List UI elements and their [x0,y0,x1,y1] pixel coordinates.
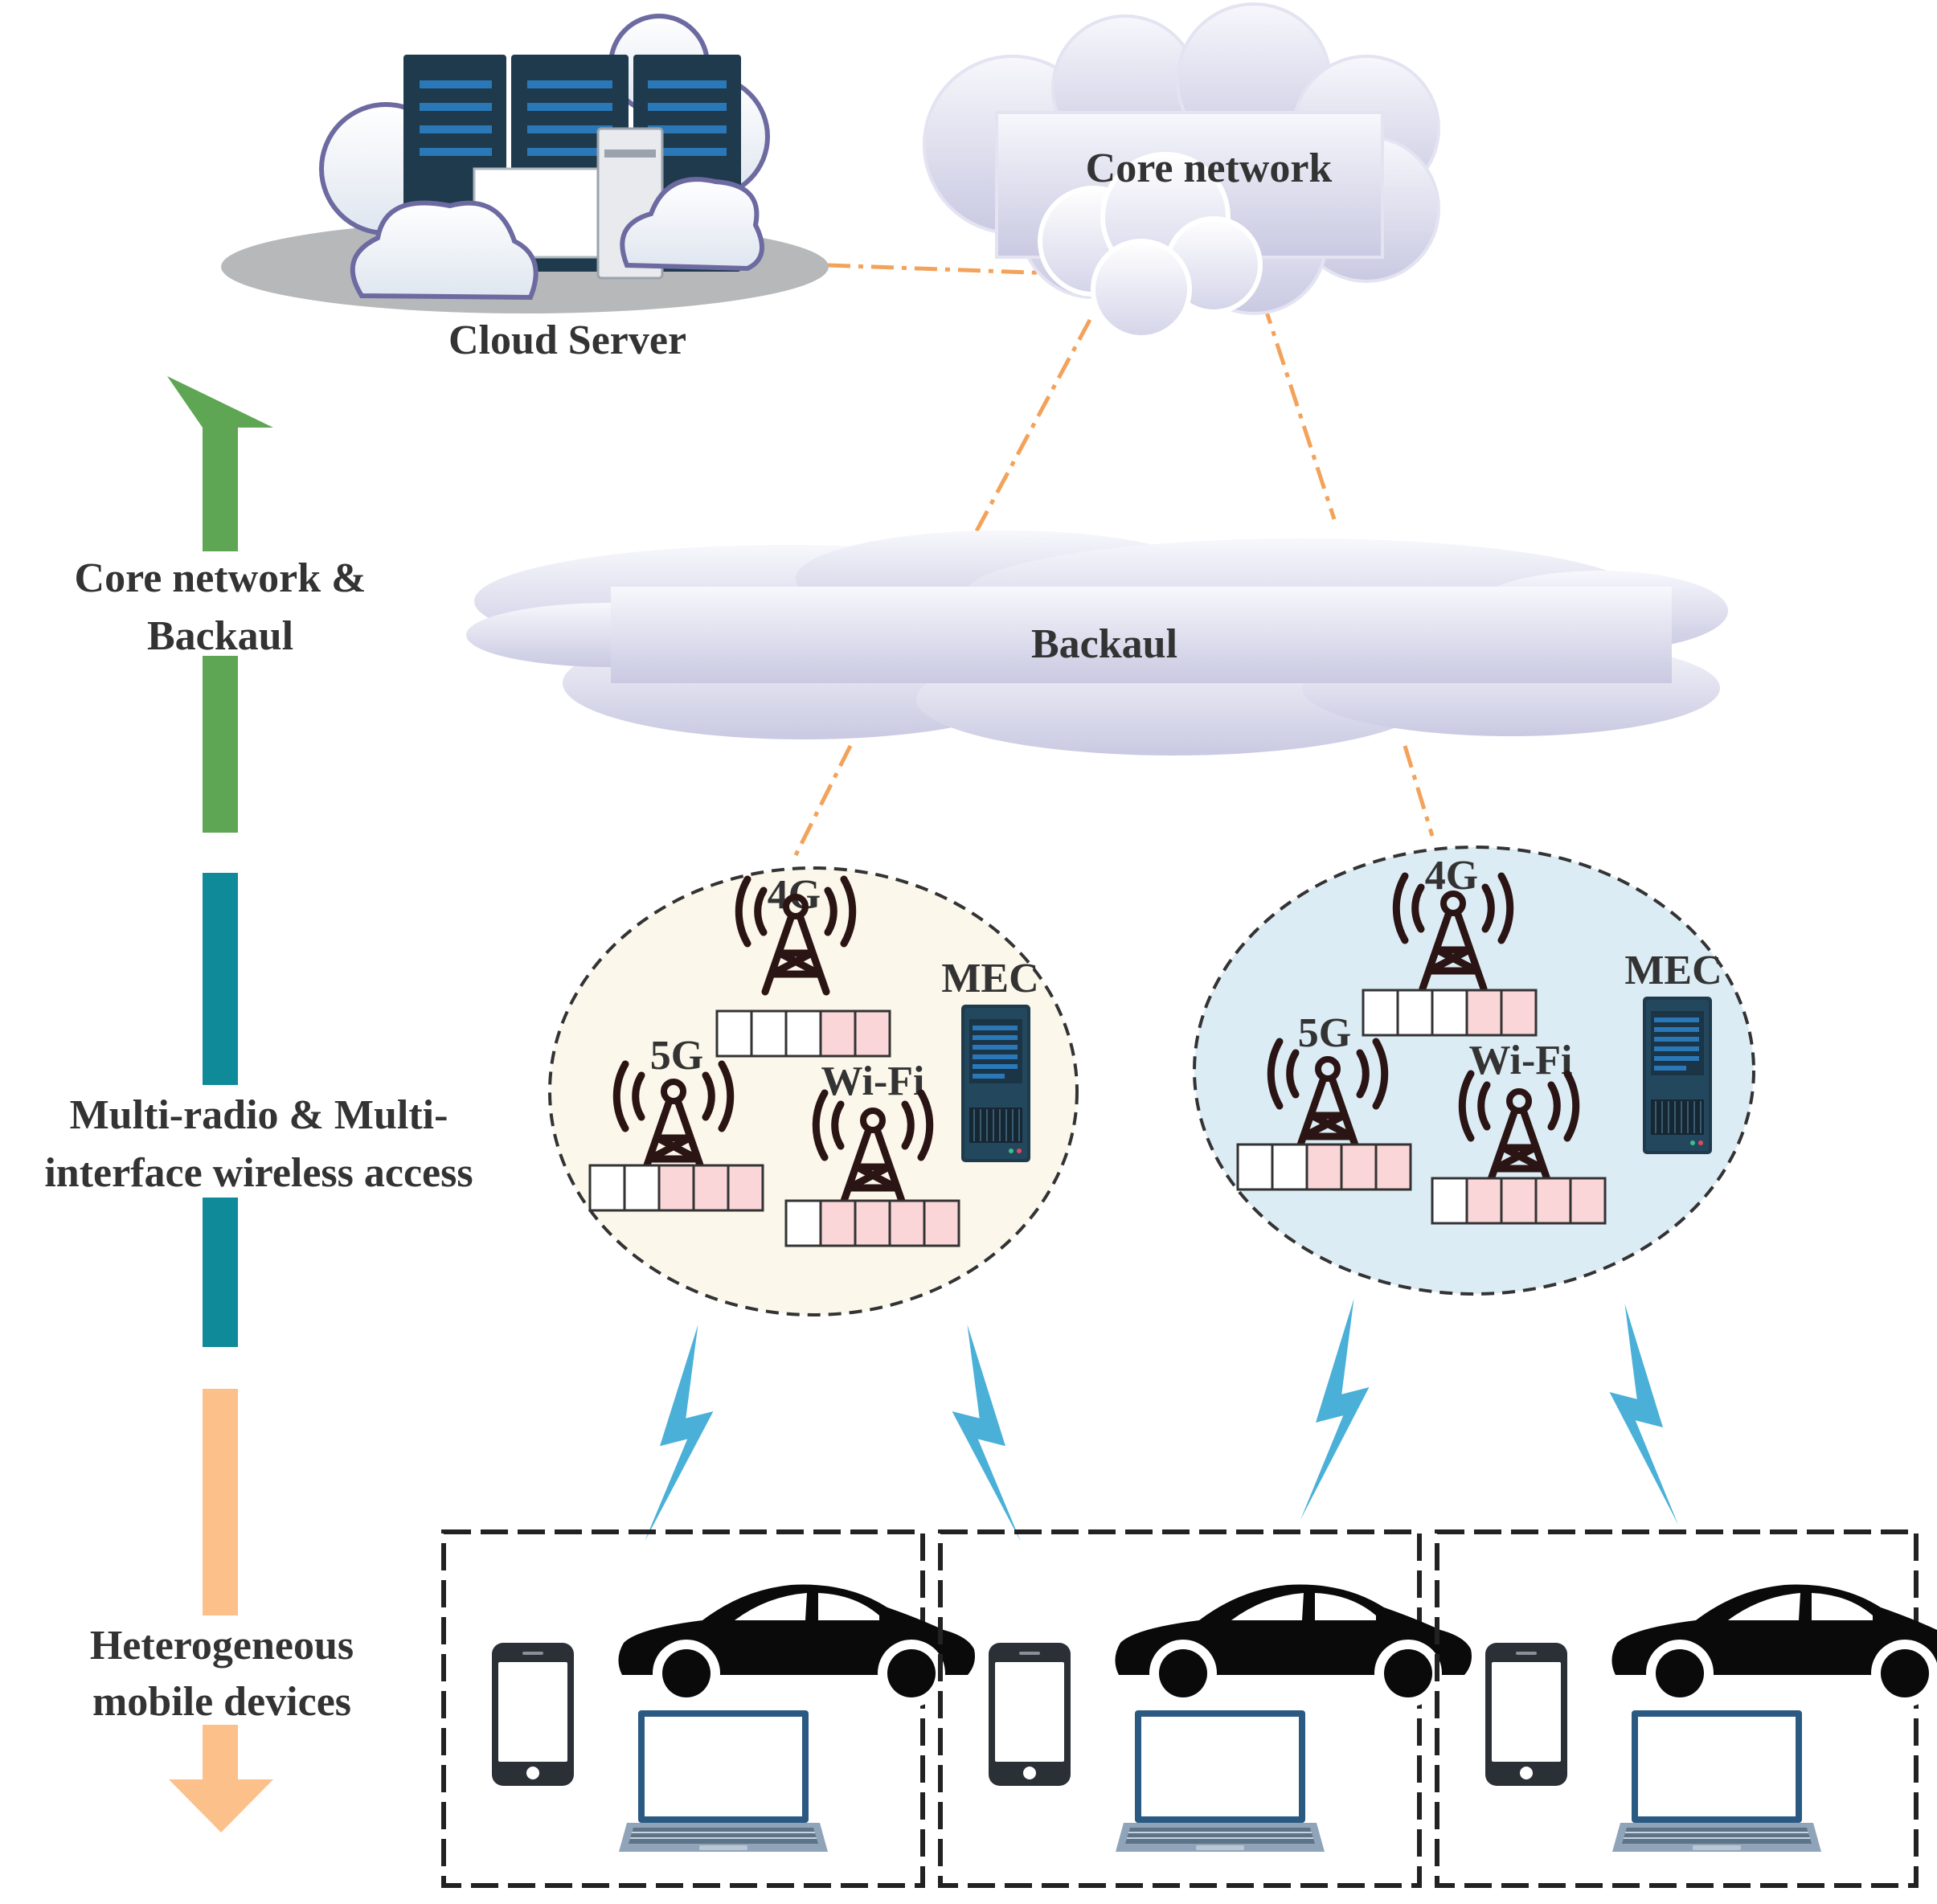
slot-bar-4g [715,1009,891,1058]
device-group-3 [1435,1529,1937,1888]
tower-label-wifi: Wi-Fi [821,1058,924,1104]
link-cloud-core [827,263,1054,276]
resource-slot-pink [657,1164,695,1212]
resource-slot-pink [1500,1177,1538,1225]
device-group-frame [938,1529,1422,1888]
resource-slot-empty [1236,1143,1274,1191]
core-network-label: Core network [1086,145,1333,191]
resource-slot-empty [784,1009,822,1058]
resource-slot-pink [888,1199,926,1247]
slot-bar-wifi [1431,1177,1607,1225]
lightning-icon [1300,1299,1370,1520]
mec-label: MEC [1624,948,1722,993]
layer-core-label-line1: Core network & [75,555,367,601]
resource-slot-empty [623,1164,661,1212]
core-network-cloud: Core network [923,2,1440,340]
mec-server-icon [960,1004,1031,1163]
phone-icon [1485,1643,1567,1786]
resource-slot-pink [1569,1177,1607,1225]
cloud-server: Cloud Server [221,14,829,363]
lightning-icon [1609,1304,1678,1525]
devices-layer-arrow [169,1725,273,1832]
tower-label-wifi: Wi-Fi [1468,1038,1572,1083]
resource-slot-empty [715,1009,753,1058]
tower-label-5g: 5G [650,1033,703,1079]
resource-slot-empty [750,1009,788,1058]
car-icon [1115,1584,1472,1707]
resource-slot-pink [819,1199,857,1247]
tower-label-5g: 5G [1298,1010,1351,1056]
layer-core-label-line2: Backaul [147,613,293,659]
layer-access-label-line2: interface wireless access [44,1150,473,1196]
wireless-links [645,1299,1678,1542]
device-group-frame [441,1529,925,1888]
phone-icon [492,1643,574,1786]
resource-slot-pink [854,1009,891,1058]
resource-slot-pink [923,1199,960,1247]
laptop-icon [1115,1710,1325,1853]
resource-slot-empty [1431,989,1468,1037]
resource-slot-empty [1271,1143,1308,1191]
layer-devices-label-line1: Heterogeneous [90,1623,354,1669]
resource-slot-empty [784,1199,822,1247]
car-icon [1611,1584,1937,1707]
laptop-icon [618,1710,829,1853]
resource-slot-pink [1340,1143,1378,1191]
resource-slot-pink [1534,1177,1572,1225]
resource-slot-pink [1500,989,1538,1037]
resource-slot-pink [1374,1143,1412,1191]
device-group-frame [1435,1529,1919,1888]
backhaul-cloud: Backaul [466,530,1728,755]
resource-slot-pink [819,1009,857,1058]
link-backhaul-cell-left [792,744,853,860]
slot-bar-5g [588,1164,764,1212]
slot-bar-wifi [784,1199,960,1247]
phone-icon [989,1643,1071,1786]
resource-slot-pink [1465,989,1503,1037]
mec-label: MEC [941,956,1038,1001]
link-core-backhaul-left [970,318,1092,540]
resource-slot-pink [854,1199,891,1247]
resource-slot-pink [1465,1177,1503,1225]
car-icon [618,1584,975,1707]
resource-slot-empty [1431,1177,1468,1225]
backhaul-label: Backaul [1031,621,1177,667]
lightning-icon [952,1325,1021,1542]
resource-slot-pink [1305,1143,1343,1191]
access-cell-left: 4G 5G Wi-Fi MEC [548,866,1079,1316]
cloud-server-label: Cloud Server [448,317,686,363]
slot-bar-5g [1236,1143,1412,1191]
resource-slot-pink [727,1164,764,1212]
slot-bar-4g [1362,989,1538,1037]
link-lines [792,263,1435,860]
lightning-icon [645,1325,714,1542]
resource-slot-pink [692,1164,730,1212]
resource-slot-empty [1396,989,1434,1037]
link-core-backhaul-right [1261,301,1337,520]
resource-slot-empty [1362,989,1399,1037]
access-cell-right: 4G 5G Wi-Fi MEC [1193,846,1755,1296]
device-group-1 [441,1529,975,1888]
resource-slot-empty [588,1164,626,1212]
layer-indicator: Core network & Backaul Multi-radio & Mul… [44,376,473,1832]
link-backhaul-cell-right [1403,745,1435,837]
device-group-2 [938,1529,1472,1888]
layer-devices-label-line2: mobile devices [92,1679,351,1725]
laptop-icon [1611,1710,1822,1853]
core-layer-arrow [167,376,273,551]
layer-access-label-line1: Multi-radio & Multi- [70,1092,448,1138]
mec-server-icon [1642,996,1713,1155]
